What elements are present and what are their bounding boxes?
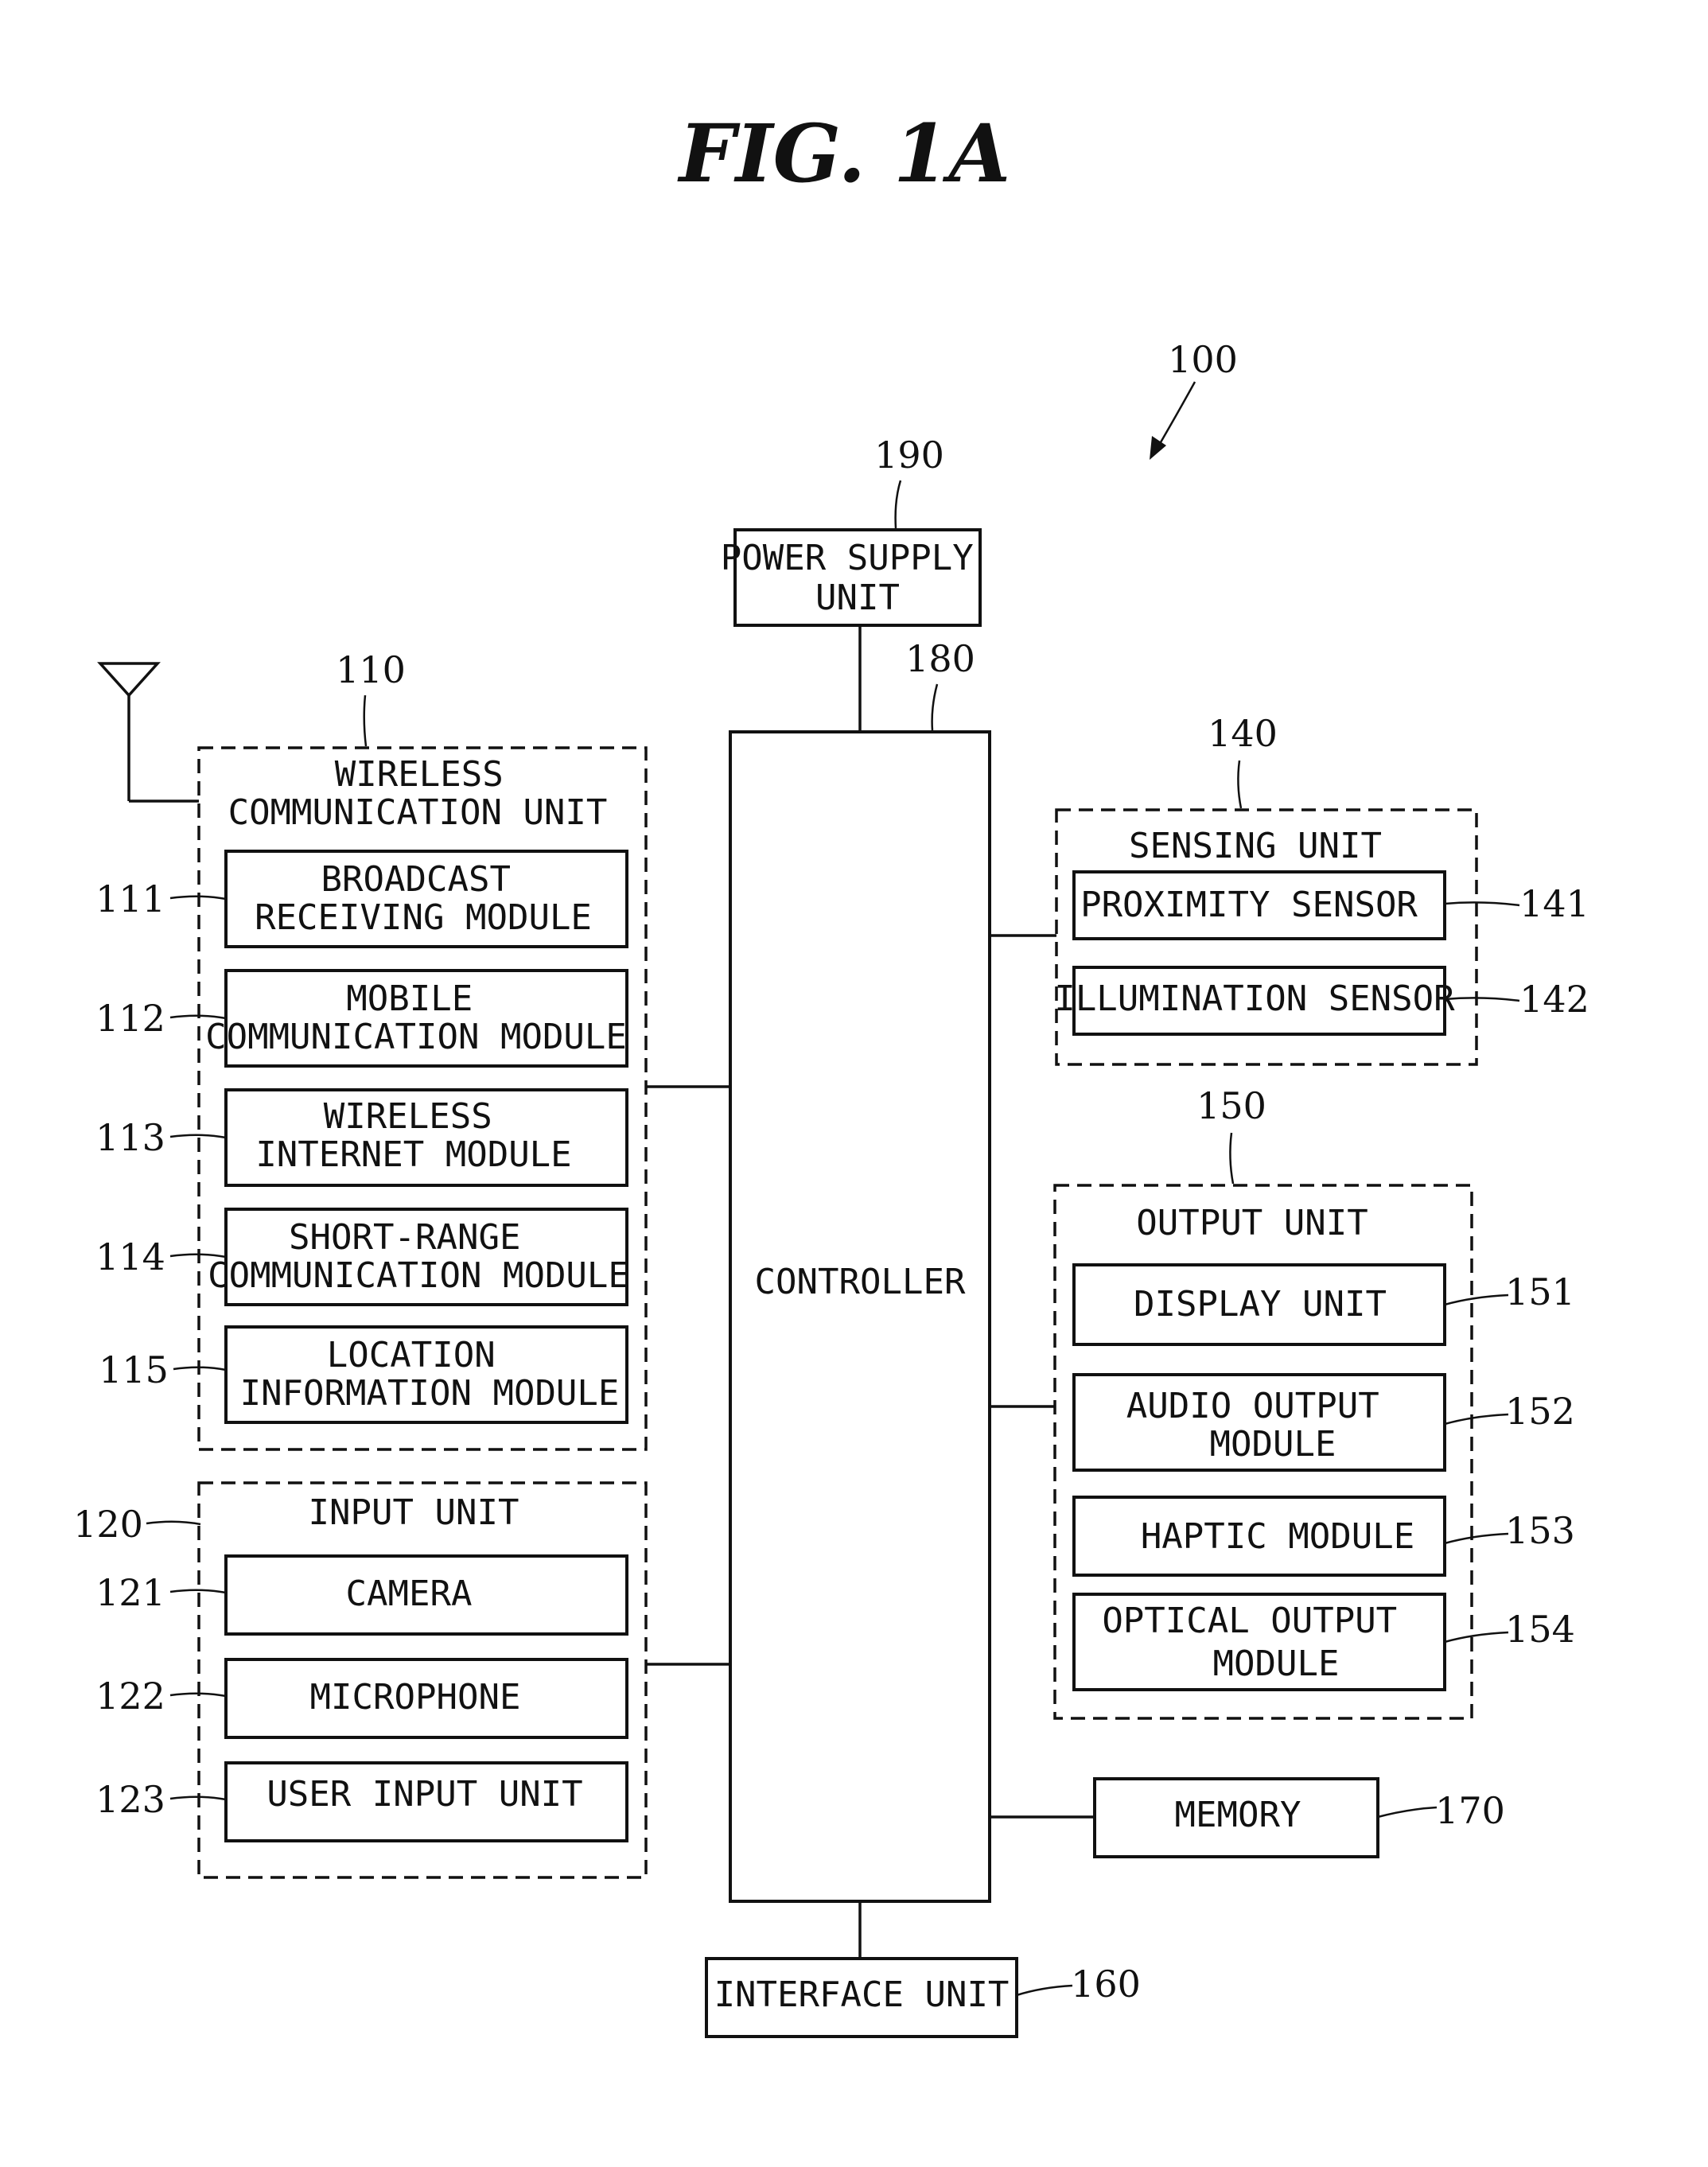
ref-112: 112 (95, 997, 165, 1040)
ref-121-leader (170, 1590, 226, 1593)
ref-141-leader (1445, 902, 1519, 905)
ref-150: 150 (1196, 1084, 1266, 1127)
ref-190: 190 (874, 434, 944, 477)
wireless-communication-unit-label: WIRELESS COMMUNICATION UNIT (228, 754, 608, 833)
memory-label: MEMORY (1175, 1795, 1301, 1835)
interface-unit-label: INTERFACE UNIT (714, 1974, 1010, 2015)
ref-100: 100 (1168, 338, 1238, 381)
ref-190-leader (896, 480, 901, 528)
ref-123: 123 (95, 1778, 165, 1821)
ref-142: 142 (1519, 978, 1589, 1021)
ref-180: 180 (905, 637, 975, 680)
ref-180-leader (932, 684, 937, 730)
ref-154-leader (1445, 1632, 1508, 1642)
sensing-unit-label: SENSING UNIT (1129, 826, 1382, 866)
wireless-internet-module-label: WIRELESS INTERNET MODULE (255, 1096, 571, 1175)
microphone-label: MICROPHONE (310, 1677, 521, 1718)
optical-output-module-label: OPTICAL OUTPUT MODULE (1102, 1601, 1418, 1684)
ref-120: 120 (73, 1503, 143, 1546)
display-unit-label: DISPLAY UNIT (1134, 1284, 1387, 1325)
audio-output-module-label: AUDIO OUTPUT MODULE (1126, 1386, 1400, 1465)
ref-150-leader (1230, 1133, 1233, 1184)
ref-160: 160 (1071, 1963, 1141, 2006)
ref-154: 154 (1505, 1608, 1575, 1651)
ref-114: 114 (95, 1235, 165, 1278)
ref-113-leader (170, 1135, 226, 1138)
ref-152: 152 (1505, 1390, 1575, 1433)
haptic-module-label: HAPTIC MODULE (1141, 1516, 1414, 1557)
short-range-communication-module-label: SHORT-RANGE COMMUNICATION MODULE (208, 1217, 629, 1296)
ref-140-leader (1238, 761, 1241, 808)
proximity-sensor-label: PROXIMITY SENSOR (1080, 885, 1418, 925)
ref-110: 110 (336, 648, 406, 691)
ref-113: 113 (95, 1116, 165, 1159)
ref-160-leader (1017, 1986, 1072, 1995)
ref-170-leader (1378, 1807, 1437, 1817)
broadcast-receiving-module-label: BROADCAST RECEIVING MODULE (255, 859, 592, 938)
ref-151-leader (1445, 1295, 1508, 1305)
ref-152-leader (1445, 1414, 1508, 1424)
ref-153: 153 (1505, 1509, 1575, 1552)
ref-141: 141 (1519, 882, 1589, 925)
ref-115: 115 (99, 1348, 169, 1391)
controller-box (730, 732, 990, 1901)
ref-142-leader (1445, 998, 1519, 1001)
ref-100-arrowhead (1150, 436, 1166, 460)
ref-111: 111 (95, 877, 165, 920)
camera-label: CAMERA (346, 1574, 473, 1614)
illumination-sensor-label: ILLUMINATION SENSOR (1054, 978, 1455, 1019)
power-supply-label: POWER SUPPLY UNIT (721, 538, 994, 618)
ref-100-arrow (1155, 382, 1195, 452)
figure-title: FIG. 1A (677, 107, 1010, 200)
output-unit-label: OUTPUT UNIT (1136, 1203, 1368, 1243)
antenna-icon (100, 663, 199, 801)
ref-140: 140 (1208, 712, 1278, 755)
ref-121: 121 (95, 1571, 165, 1614)
ref-122: 122 (95, 1675, 165, 1718)
ref-170: 170 (1435, 1789, 1505, 1832)
ref-153-leader (1445, 1534, 1508, 1543)
ref-110-leader (364, 695, 366, 746)
input-unit-label: INPUT UNIT (309, 1492, 519, 1533)
location-information-module-label: LOCATION INFORMATION MODULE (240, 1335, 620, 1414)
mobile-communication-module-label: MOBILE COMMUNICATION MODULE (205, 978, 627, 1057)
ref-151: 151 (1505, 1270, 1575, 1313)
controller-label: CONTROLLER (755, 1262, 966, 1302)
user-input-unit-label: USER INPUT UNIT (267, 1774, 582, 1815)
ref-120-leader (146, 1522, 200, 1524)
